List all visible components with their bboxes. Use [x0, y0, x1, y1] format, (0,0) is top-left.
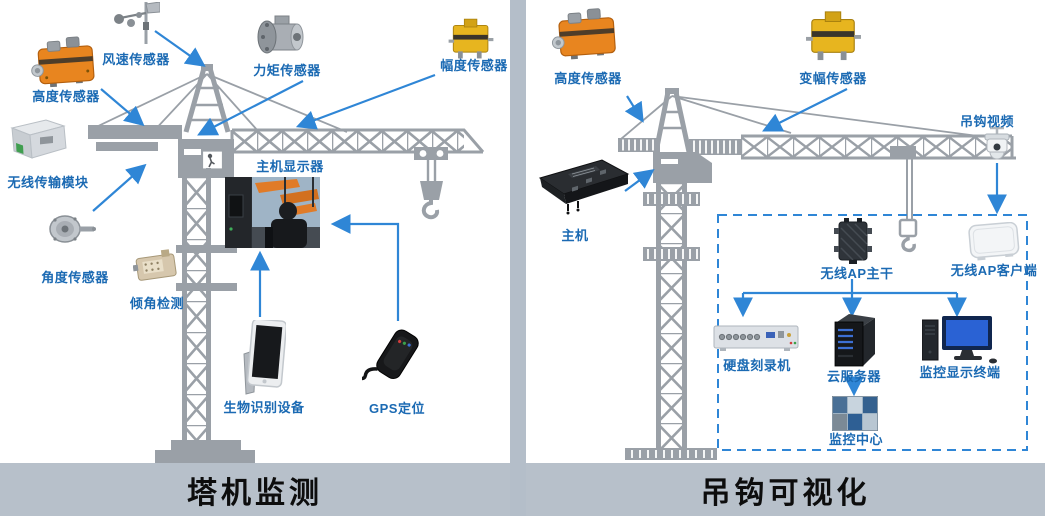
hook-block	[420, 181, 443, 200]
label-wireless-module: 无线传输模块	[7, 175, 89, 190]
arrow-wind-speed	[154, 30, 206, 67]
label-gps: GPS定位	[369, 401, 425, 416]
right-crane	[618, 88, 1016, 460]
tie-rods	[620, 95, 979, 140]
height-sensor-device	[31, 36, 95, 88]
crane-silhouette-right	[618, 88, 1028, 460]
jib-lattice	[741, 137, 1012, 157]
dashed-equipment-box	[717, 214, 1028, 451]
hook	[421, 200, 440, 220]
hook-camera-device	[984, 126, 1010, 160]
tilt-sensor-device	[133, 249, 177, 281]
label-display-terminal: 监控显示终端	[919, 365, 1001, 380]
label-hook-video: 吊钩视频	[959, 114, 1015, 129]
right-panel-title: 吊钩可视化	[700, 476, 871, 510]
ap-client-device	[968, 222, 1020, 261]
person-badge	[201, 150, 224, 170]
label-torque-sensor: 力矩传感器	[253, 63, 321, 78]
wireless-module-device	[10, 119, 67, 159]
label-monitor-center: 监控中心	[828, 432, 884, 447]
label-dvr: 硬盘刻录机	[723, 358, 791, 373]
apex-cap	[665, 88, 679, 94]
label-host: 主机	[561, 228, 589, 243]
arrow-height	[100, 88, 145, 127]
label-cloud-server: 云服务器	[826, 369, 882, 384]
hook	[901, 236, 916, 253]
jib-root	[689, 139, 741, 155]
hook-block	[898, 218, 918, 238]
display-terminal-device	[922, 316, 997, 364]
crane-silhouette-left	[88, 30, 485, 463]
trolley	[890, 146, 916, 157]
crane-base	[171, 440, 241, 452]
arrow-tree-trunk	[743, 279, 957, 295]
host-device	[538, 159, 630, 215]
arrow-height	[624, 95, 644, 123]
label-height-sensor: 高度传感器	[32, 89, 100, 104]
annotation-arrows-left	[92, 30, 436, 321]
arrow-host	[624, 169, 655, 192]
left-panel-title: 塔机监测	[187, 476, 323, 510]
wind-speed-sensor-device	[114, 2, 160, 44]
right-title-bar: 吊钩可视化	[526, 463, 1045, 516]
annotation-arrows-right	[624, 88, 1007, 397]
label-biometric-device: 生物识别设备	[223, 400, 305, 415]
label-amplitude-sensor: 幅度传感器	[440, 58, 508, 73]
panel-divider	[510, 0, 526, 516]
luffing-sensor-device	[806, 11, 861, 61]
left-crane	[88, 64, 485, 463]
label-ap-client: 无线AP客户端	[950, 263, 1038, 278]
mast-lattice	[183, 177, 210, 440]
label-main-display: 主机显示器	[256, 159, 324, 174]
panel-tower-monitoring: 风速传感器 高度传感器 力矩传感器 幅度传感器 无线传输模块 主机显示器 角度传…	[0, 0, 510, 516]
tie-rods	[93, 73, 348, 134]
angle-sensor-device	[49, 215, 96, 243]
label-angle-sensor: 角度传感器	[41, 270, 109, 285]
counter-jib	[88, 125, 182, 139]
arrow-wireless	[92, 163, 147, 212]
label-wind-speed-sensor: 风速传感器	[102, 52, 170, 67]
left-title-bar: 塔机监测	[0, 463, 510, 516]
mast-collar	[176, 245, 237, 253]
jib-lattice	[232, 131, 464, 151]
cab-photo	[225, 177, 320, 248]
amplitude-sensor-device	[448, 18, 494, 59]
gps-device	[362, 329, 419, 381]
label-ap-backbone: 无线AP主干	[820, 266, 894, 281]
monitor-center-device	[832, 396, 878, 431]
cloud-server-device	[834, 314, 875, 367]
label-height-sensor: 高度传感器	[554, 71, 622, 86]
biometric-device	[243, 320, 286, 395]
torque-sensor-device	[257, 15, 304, 54]
panel-hook-visualization: 高度传感器 变幅传感器 吊钩视频 主机 无线AP主干 无线AP客户端 硬盘刻录机…	[526, 0, 1045, 516]
height-sensor-device	[551, 8, 616, 60]
label-luffing-sensor: 变幅传感器	[799, 71, 867, 86]
arrow-gps	[330, 214, 400, 321]
mast-lattice	[657, 183, 686, 448]
arrow-amplitude	[295, 73, 436, 130]
mast-collar	[643, 192, 700, 206]
label-tilt-detection: 倾角检测	[129, 296, 185, 311]
arrow-torque	[197, 80, 304, 136]
ap-backbone-device	[834, 218, 872, 264]
apex-cap	[201, 64, 213, 71]
dvr-device	[713, 325, 799, 351]
arrow-luffing	[762, 88, 848, 132]
